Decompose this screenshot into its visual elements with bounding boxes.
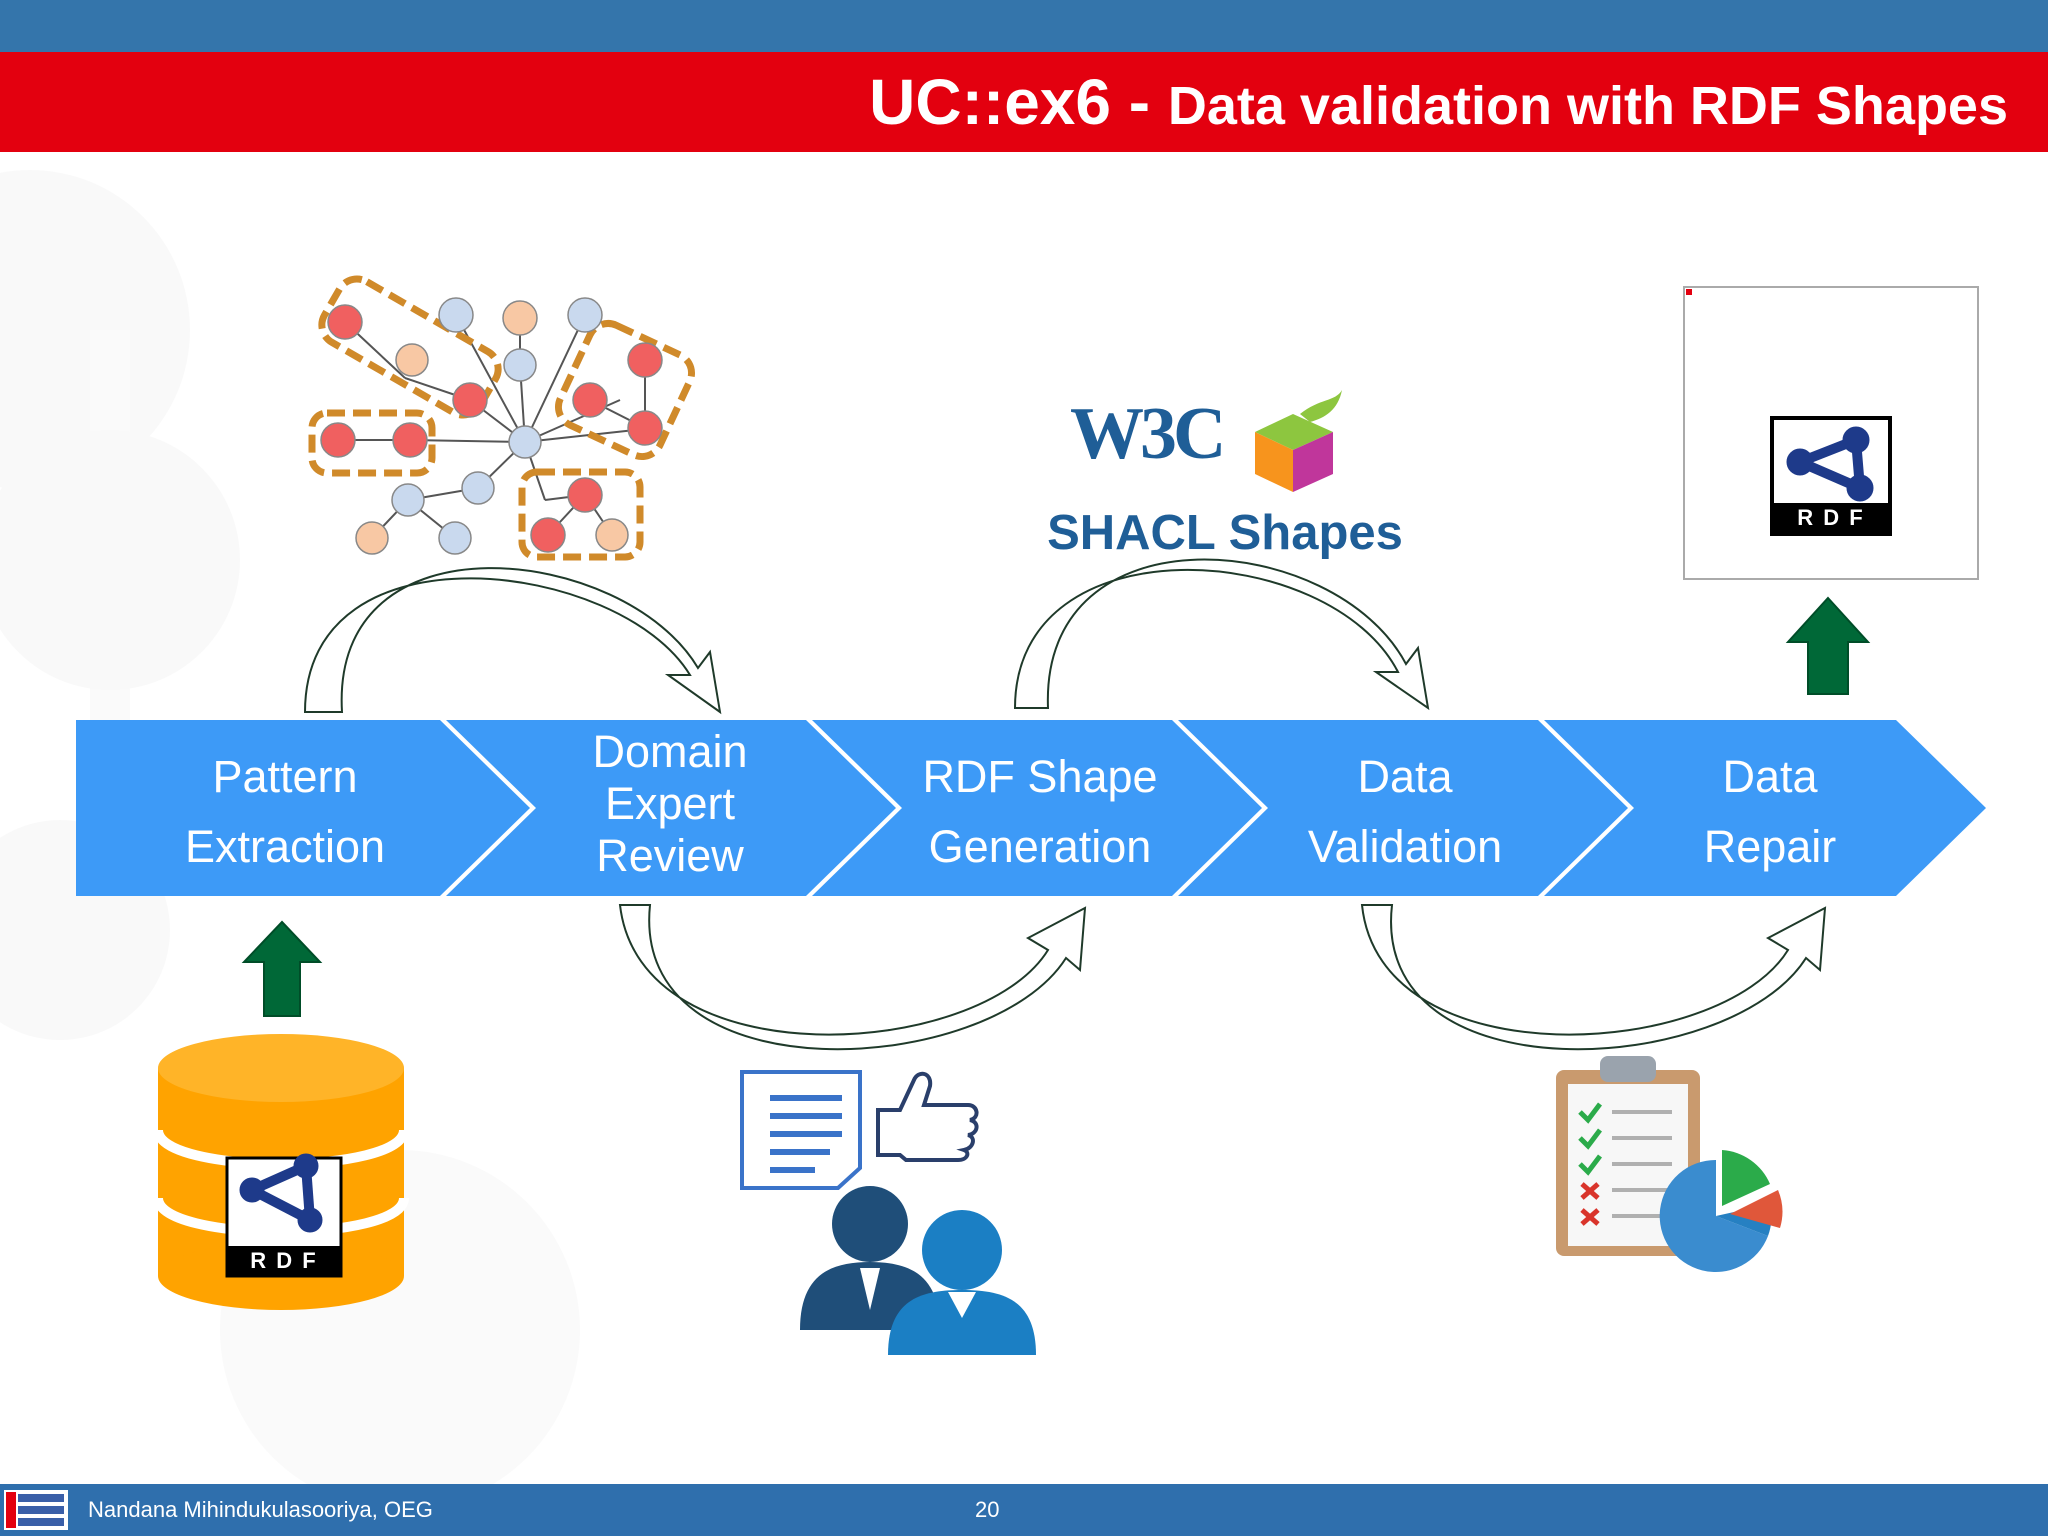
title-separator: - <box>1110 66 1168 138</box>
chevron-rdf-shape-generation <box>812 720 1262 896</box>
step-label-line: Extraction <box>184 821 386 872</box>
curved-arrow-top-1 <box>303 567 722 715</box>
oeg-logo-icon <box>4 1490 68 1530</box>
step-pattern-extraction: Pattern Extraction <box>110 742 460 882</box>
up-arrow-repair <box>1785 596 1871 695</box>
step-label-line: Domain <box>592 726 748 777</box>
page-number: 20 <box>975 1497 1000 1522</box>
w3c-logo-text: W3C <box>1070 393 1226 475</box>
step-domain-expert-review: Domain Expert Review <box>520 726 820 882</box>
slide-title: UC::ex6 - Data validation with RDF Shape… <box>869 52 2008 152</box>
chevron-pattern-extraction <box>76 720 530 896</box>
rdf-framed-image <box>1683 286 1979 580</box>
rdf-database-icon <box>153 1034 409 1310</box>
graph-pattern-icon <box>308 275 696 561</box>
step-label-line: Repair <box>1703 821 1837 872</box>
footer-author: Nandana Mihindukulasooriya, OEG <box>88 1497 433 1522</box>
curved-arrow-bottom-2 <box>1360 904 1827 1051</box>
step-label-line: RDF Shape <box>922 751 1158 802</box>
step-label-line: Expert <box>604 778 736 829</box>
top-bar <box>0 0 2048 52</box>
step-label-line: Pattern <box>212 751 358 802</box>
step-label-line: Validation <box>1307 821 1503 872</box>
curved-arrow-top-2 <box>1013 558 1430 711</box>
step-rdf-shape-generation: RDF Shape Generation <box>880 742 1200 882</box>
title-sub: Data validation with RDF Shapes <box>1167 76 2008 136</box>
domain-experts-icon <box>740 1070 1036 1355</box>
process-chevrons <box>76 720 1986 896</box>
step-data-validation: Data Validation <box>1250 742 1560 882</box>
shacl-shapes-label: SHACL Shapes <box>1047 506 1403 560</box>
step-label-line: Review <box>596 830 744 881</box>
title-main: UC::ex6 <box>869 66 1111 138</box>
step-label-line: Data <box>1357 751 1453 802</box>
step-label-line: Generation <box>928 821 1152 872</box>
up-arrow-extraction <box>241 920 323 1017</box>
background-decoration <box>0 170 580 1510</box>
step-data-repair: Data Repair <box>1620 742 1920 882</box>
title-bar: UC::ex6 - Data validation with RDF Shape… <box>0 52 2048 152</box>
footer-bar: Nandana Mihindukulasooriya, OEG 20 <box>0 1484 2048 1536</box>
chevron-data-validation <box>1178 720 1628 896</box>
chevron-data-repair <box>1544 720 1986 896</box>
w3c-cube-icon <box>1255 390 1342 492</box>
clipboard-report-icon <box>1556 1056 1783 1272</box>
chevron-domain-expert-review <box>446 720 896 896</box>
step-label-line: Data <box>1722 751 1818 802</box>
curved-arrow-bottom-1 <box>618 904 1087 1051</box>
rdf-logo-label-frame: R D F <box>1797 505 1865 530</box>
rdf-logo-label-db: R D F <box>250 1248 318 1273</box>
